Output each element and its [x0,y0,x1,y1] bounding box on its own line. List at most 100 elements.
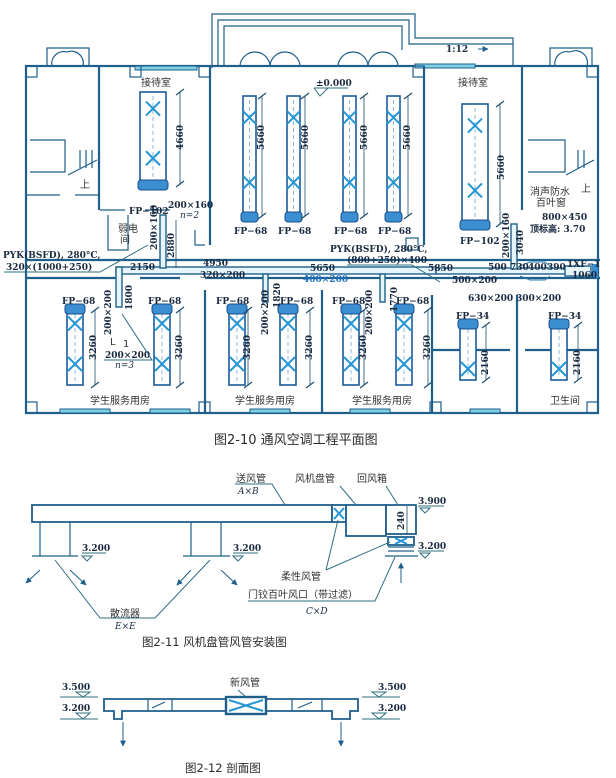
dimension-line [403,92,413,220]
svg-text:3.500: 3.500 [62,683,90,693]
right-door-swing [554,50,589,67]
section-diagram: 新风管 3.500 3.200 3.500 3.200 图2-12 剖面图 [60,676,406,775]
label-hinged-louver: 门铰百叶风口（带过滤） [248,588,358,601]
diffuser-x-icon [286,175,301,190]
caption-fig-2-11: 图2-11 风机盘管风管安装图 [142,635,287,649]
svg-text:FP−34: FP−34 [548,312,581,322]
fp-68-unit [277,303,299,386]
svg-text:500: 500 [488,263,507,273]
svg-text:3260: 3260 [89,335,99,360]
svg-text:n=2: n=2 [180,211,199,221]
window [249,408,291,414]
fp-labels: FP−102 FP−68 FP−68 FP−68 FP−68 FP−102 FP… [62,207,581,322]
weak-current-line2: 间 [120,233,130,246]
svg-text:2160: 2160 [481,350,491,375]
unit-head [226,303,248,315]
unit-head [548,318,570,330]
fp-68-unit [240,95,259,223]
stairs-right: 上 [528,139,595,195]
svg-text:±0.000: ±0.000 [316,79,352,89]
label-fresh-air-duct: 新风管 [230,676,260,689]
svg-text:200×200: 200×200 [104,290,114,335]
svg-text:5660: 5660 [403,125,413,150]
svg-text:3260: 3260 [423,335,433,360]
room-label-weak-current: 弱电 间 [118,222,141,246]
svg-text:3260: 3260 [175,335,185,360]
svg-text:2160: 2160 [573,350,583,375]
section-elevations: 3.500 3.200 3.500 3.200 [60,683,406,720]
label-fan-coil: 风机盘管 [295,472,335,485]
svg-text:FP−68: FP−68 [396,297,429,307]
unit-head [393,303,415,315]
diffuser-drop-left [32,522,78,557]
svg-text:800×450: 800×450 [542,213,587,223]
main-door-swing-left [239,51,301,67]
svg-text:1XF−1: 1XF−1 [567,260,600,270]
diffuser-x-icon [386,175,401,190]
room-label-restroom: 卫生间 [550,394,580,407]
fan-coil-unit [345,504,387,537]
svg-text:上: 上 [581,183,591,195]
window [149,408,191,414]
svg-text:390: 390 [547,263,566,273]
svg-text:顶标高: 3.70: 顶标高: 3.70 [530,223,585,235]
diffuser-x-icon [396,356,412,372]
unit-dimension-lines [90,88,583,389]
svg-text:FP−102: FP−102 [460,237,500,247]
room-label-reception-left: 接待室 [141,76,171,89]
unit-head [151,303,173,315]
svg-text:L: L [110,337,116,348]
unit-length-labels: 4660 5660 5660 5660 5660 5660 3260 3260 … [89,125,583,375]
svg-text:5850: 5850 [428,264,453,274]
svg-text:300×200: 300×200 [516,294,561,304]
room-label-reception-right: 接待室 [458,76,488,89]
svg-text:FP−68: FP−68 [334,227,367,237]
svg-text:FP−68: FP−68 [148,297,181,307]
fp-102-left-unit [137,91,169,191]
weak-current-line1: 弱电 [118,222,138,235]
svg-text:FP−102: FP−102 [129,207,169,217]
exterior-wall [24,64,600,415]
svg-text:1820: 1820 [273,283,283,308]
dimension-line [300,92,310,220]
fp-102-right-unit [459,103,491,231]
diffuser-x-icon [242,110,257,125]
svg-text:FP−68: FP−68 [234,227,267,237]
svg-text:n=3: n=3 [115,361,134,371]
window [469,408,501,414]
svg-text:FP−68: FP−68 [216,297,249,307]
diffuser-x-icon [242,175,257,190]
svg-text:FP−68: FP−68 [332,297,365,307]
room-label-student-1: 学生服务用房 [90,394,150,407]
left-door-swing [51,50,84,67]
svg-text:200×200: 200×200 [105,351,150,361]
svg-text:FP−68: FP−68 [62,297,95,307]
window [349,408,391,414]
svg-text:320×200: 320×200 [200,271,245,281]
diffuser-x-icon [145,100,161,117]
dimension-line [243,306,253,389]
caption-fig-2-10: 图2-10 通风空调工程平面图 [214,433,378,448]
unit-head [459,219,491,231]
fp-68-unit [151,303,173,386]
label-flexible-duct: 柔性风管 [281,570,321,583]
elevation-mark: ±0.000 [313,79,352,97]
svg-text:200×200: 200×200 [261,290,271,335]
fp-34-unit [457,318,479,381]
svg-text:200×160: 200×160 [150,205,160,250]
diffuser-x-icon [551,361,567,377]
unit-head [384,211,403,223]
diffuser-x-icon [280,356,296,372]
fp-68-unit [64,303,86,386]
diffuser-x-icon [145,150,161,166]
svg-text:2150: 2150 [130,263,155,273]
floor-plan: 上 上 1:12 ±0.000 接待室 接待室 弱电 间 学生服务用房 学生服务… [3,13,600,448]
svg-text:3.900: 3.900 [418,497,446,507]
svg-text:3.200: 3.200 [378,704,406,714]
dimension-line [90,306,100,389]
unit-head [64,303,86,315]
room-label-student-2: 学生服务用房 [235,394,295,407]
fp-68-unit [284,95,303,223]
airflow-arrow [69,569,87,586]
